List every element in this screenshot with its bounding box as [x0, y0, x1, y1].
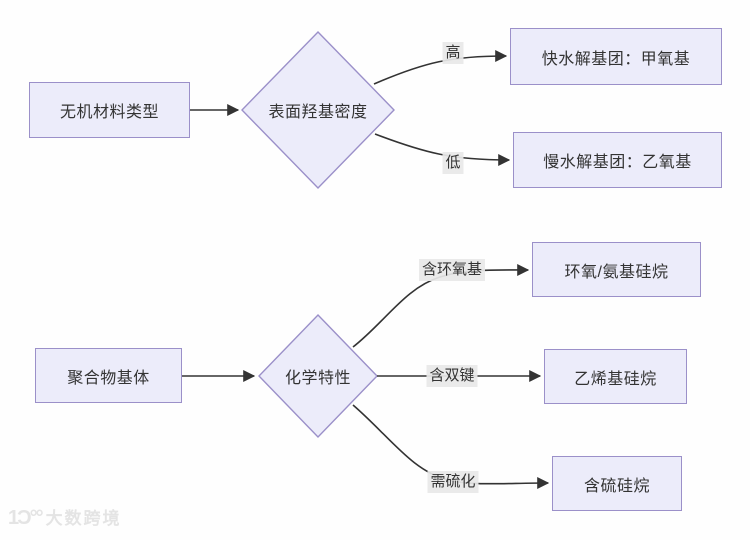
edge-label-needs-vulcanization: 需硫化: [427, 471, 479, 493]
watermark-logo-icon: 1Ɔ°°: [8, 507, 44, 529]
edge-label-contains-double-bond: 含双键: [426, 365, 478, 387]
watermark: 1Ɔ°° 大数跨境: [8, 504, 122, 530]
node-fast-hydrolysis-methoxy: 快水解基团：甲氧基: [510, 28, 722, 85]
decision-diamond-bottom: [258, 313, 378, 439]
decision-diamond-top: [241, 30, 395, 190]
node-vinyl-silane: 乙烯基硅烷: [544, 349, 687, 404]
node-epoxy-amino-silane: 环氧/氨基硅烷: [532, 242, 701, 297]
node-polymer-matrix: 聚合物基体: [35, 348, 182, 403]
node-inorganic-material-type: 无机材料类型: [29, 82, 190, 138]
edge-label-low: 低: [442, 152, 464, 174]
edge-low: [374, 133, 511, 166]
edge-label-contains-epoxy: 含环氧基: [418, 259, 486, 281]
edge-high: [373, 50, 508, 85]
edge-label-high: 高: [442, 42, 464, 64]
node-sulfur-silane: 含硫硅烷: [552, 456, 682, 511]
edge-epoxy: [352, 263, 530, 348]
node-slow-hydrolysis-ethoxy: 慢水解基团：乙氧基: [513, 132, 722, 188]
watermark-brand-text: 大数跨境: [45, 509, 122, 528]
